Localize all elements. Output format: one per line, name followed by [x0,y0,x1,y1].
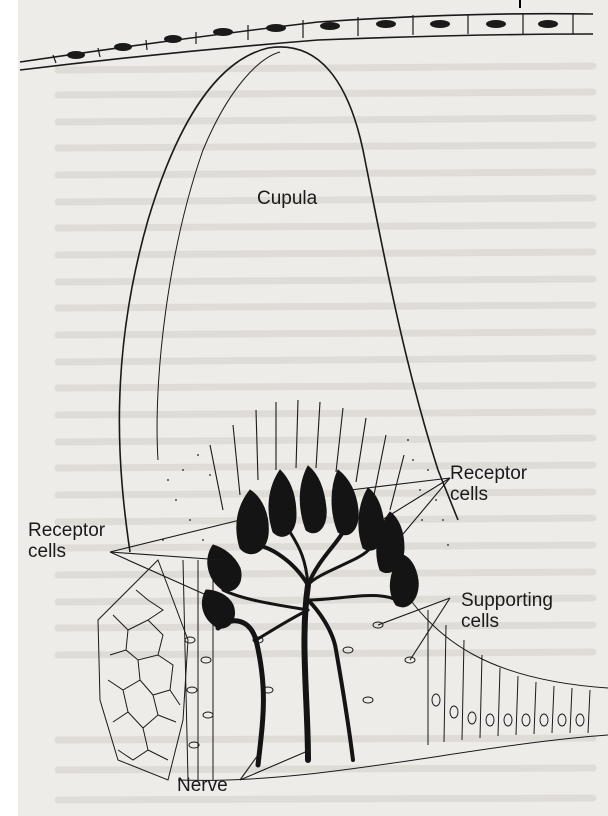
left-cell-mosaic [98,560,188,780]
supporting-cells-label: Supporting cells [461,590,553,632]
receptor-left-line1: Receptor [28,520,105,541]
background-text-bleed [58,66,593,800]
receptor-left-line2: cells [28,541,105,562]
book-page: Cupula Receptor cells Receptor cells Sup… [18,0,608,816]
supporting-line1: Supporting [461,590,553,611]
scan-edge-mark [519,0,521,8]
nerve-label: Nerve [177,775,228,796]
receptor-right-line1: Receptor [450,463,527,484]
receptor-cells-right-label: Receptor cells [450,463,527,505]
supporting-cell-nuclei [185,622,584,748]
supporting-line2: cells [461,611,553,632]
nerve-fibers [218,532,396,765]
cupula-label: Cupula [257,188,317,209]
top-epithelium [20,14,593,70]
cupula-diagram [18,0,608,816]
receptor-cells-left-label: Receptor cells [28,520,105,562]
receptor-right-line2: cells [450,484,527,505]
